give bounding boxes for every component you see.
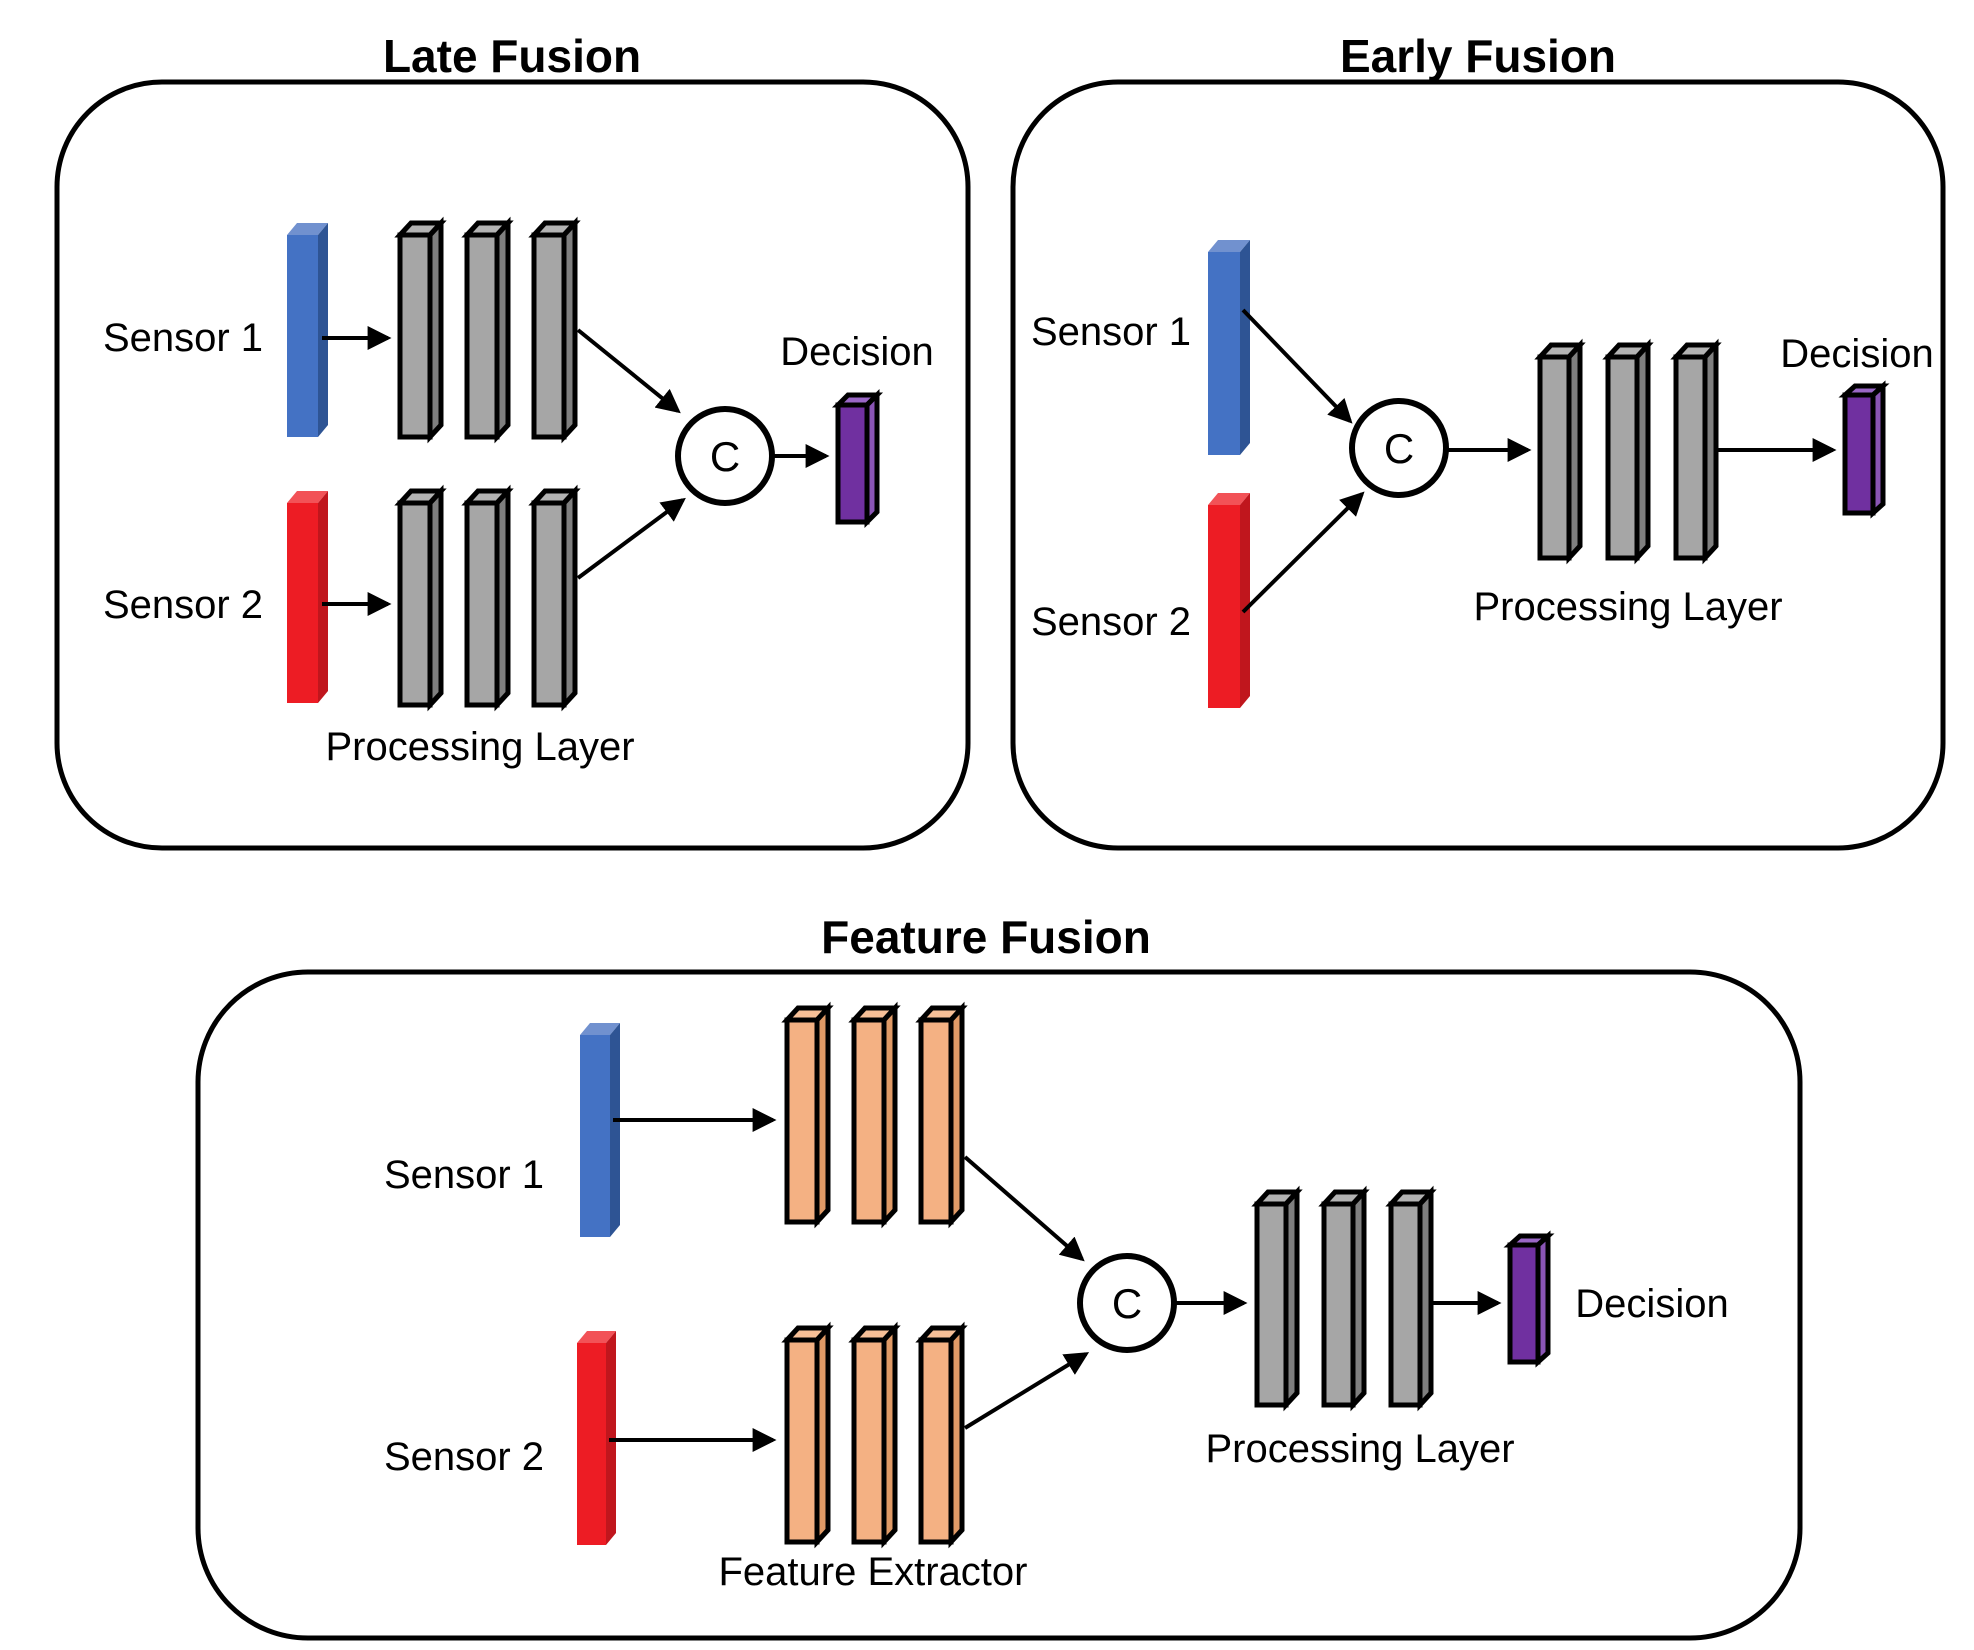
front-face (1673, 354, 1708, 561)
late-row2-processing-bar-2 (461, 484, 514, 712)
side-face (318, 491, 328, 703)
front-face (835, 402, 870, 525)
front-face (531, 232, 567, 440)
front-face (397, 232, 433, 440)
panel-feature-fusion: Feature Fusion Sensor 1 Sensor 2 Feature… (195, 911, 1803, 1641)
late-decision-label: Decision (780, 330, 933, 374)
late-decision-bar (831, 388, 884, 529)
top-face (287, 223, 328, 235)
side-face (318, 223, 328, 437)
late-row1-processing-bar-1 (394, 216, 447, 444)
front-face (1388, 1201, 1423, 1408)
early-sensor1-label: Sensor 1 (1031, 310, 1191, 354)
feature-processing-layer-label: Processing Layer (1205, 1427, 1514, 1471)
side-face (1240, 493, 1250, 708)
front-face (784, 1017, 820, 1225)
feature-concat-symbol: C (1112, 1280, 1142, 1327)
early-sensor2-bar (1208, 493, 1250, 708)
front-face (580, 1035, 610, 1237)
front-face (784, 1337, 820, 1545)
early-fusion-border (1010, 79, 1946, 851)
front-face (1537, 354, 1572, 561)
front-face (851, 1017, 887, 1225)
late-sensor2-bar (287, 491, 328, 703)
late-sensor1-bar (287, 223, 328, 437)
late-processing-layer-label: Processing Layer (325, 725, 634, 769)
late-concat-symbol: C (710, 433, 740, 480)
front-face (1321, 1201, 1356, 1408)
late-row1-processing-bar-3 (528, 216, 581, 444)
feature-row1-to-concat-arrow (963, 1155, 1085, 1262)
feature-decision-bar (1503, 1230, 1555, 1368)
front-face (397, 500, 433, 708)
front-face (531, 500, 567, 708)
feature-extractor-label: Feature Extractor (718, 1550, 1027, 1594)
feature-row1-extractor-bar-2 (848, 1001, 901, 1229)
side-face (1240, 240, 1250, 455)
late-sensor2-label: Sensor 2 (103, 583, 263, 627)
late-sensor1-label: Sensor 1 (103, 316, 263, 360)
front-face (1842, 392, 1876, 516)
early-fusion-title: Early Fusion (1340, 30, 1616, 82)
front-face (1254, 1201, 1289, 1408)
panel-late-fusion: Late Fusion Sensor 1 Sensor 2 Processing… (54, 30, 971, 851)
early-sensor2-to-concat-arrow (1241, 491, 1365, 614)
top-face (577, 1331, 616, 1343)
feature-fusion-title: Feature Fusion (821, 911, 1151, 963)
front-face (1208, 252, 1240, 455)
feature-processing-bar-1 (1251, 1185, 1303, 1412)
front-face (918, 1337, 954, 1545)
feature-fusion-border (195, 969, 1803, 1641)
top-face (580, 1023, 620, 1035)
top-face (1208, 493, 1250, 505)
feature-row1-extractor-bar-1 (781, 1001, 834, 1229)
early-decision-label: Decision (1780, 332, 1933, 376)
early-sensor2-label: Sensor 2 (1031, 600, 1191, 644)
late-row1-to-concat-arrow (576, 328, 681, 414)
front-face (1507, 1242, 1541, 1365)
late-row1-processing-bar-2 (461, 216, 514, 444)
early-processing-layer-label: Processing Layer (1473, 585, 1782, 629)
side-face (610, 1023, 620, 1237)
front-face (918, 1017, 954, 1225)
feature-row2-to-concat-arrow (963, 1352, 1090, 1430)
feature-processing-bar-2 (1318, 1185, 1370, 1412)
front-face (1208, 505, 1240, 708)
early-decision-bar (1838, 380, 1890, 519)
early-sensor1-to-concat-arrow (1241, 308, 1353, 424)
early-processing-bar-1 (1534, 338, 1586, 565)
feature-sensor2-label: Sensor 2 (384, 1435, 544, 1479)
feature-row1-extractor-bar-3 (915, 1001, 968, 1229)
front-face (464, 500, 500, 708)
panel-early-fusion: Early Fusion Sensor 1 Sensor 2 C Process… (1010, 30, 1946, 851)
feature-row2-extractor-bar-2 (848, 1321, 901, 1549)
late-fusion-title: Late Fusion (383, 30, 641, 82)
front-face (464, 232, 500, 440)
front-face (851, 1337, 887, 1545)
late-row2-processing-bar-3 (528, 484, 581, 712)
late-row2-to-concat-arrow (576, 497, 686, 580)
early-sensor1-bar (1208, 240, 1250, 455)
feature-row2-extractor-bar-3 (915, 1321, 968, 1549)
feature-processing-bar-3 (1385, 1185, 1437, 1412)
front-face (1605, 354, 1640, 561)
early-processing-bar-3 (1670, 338, 1722, 565)
top-face (1208, 240, 1250, 252)
front-face (577, 1343, 606, 1545)
feature-sensor1-label: Sensor 1 (384, 1153, 544, 1197)
late-row2-processing-bar-1 (394, 484, 447, 712)
top-face (287, 491, 328, 503)
late-fusion-border (54, 79, 971, 851)
feature-sensor1-bar (580, 1023, 620, 1237)
front-face (287, 235, 318, 437)
feature-row2-extractor-bar-1 (781, 1321, 834, 1549)
early-concat-symbol: C (1384, 425, 1414, 472)
early-processing-bar-2 (1602, 338, 1654, 565)
front-face (287, 503, 318, 703)
feature-decision-label: Decision (1575, 1282, 1728, 1326)
